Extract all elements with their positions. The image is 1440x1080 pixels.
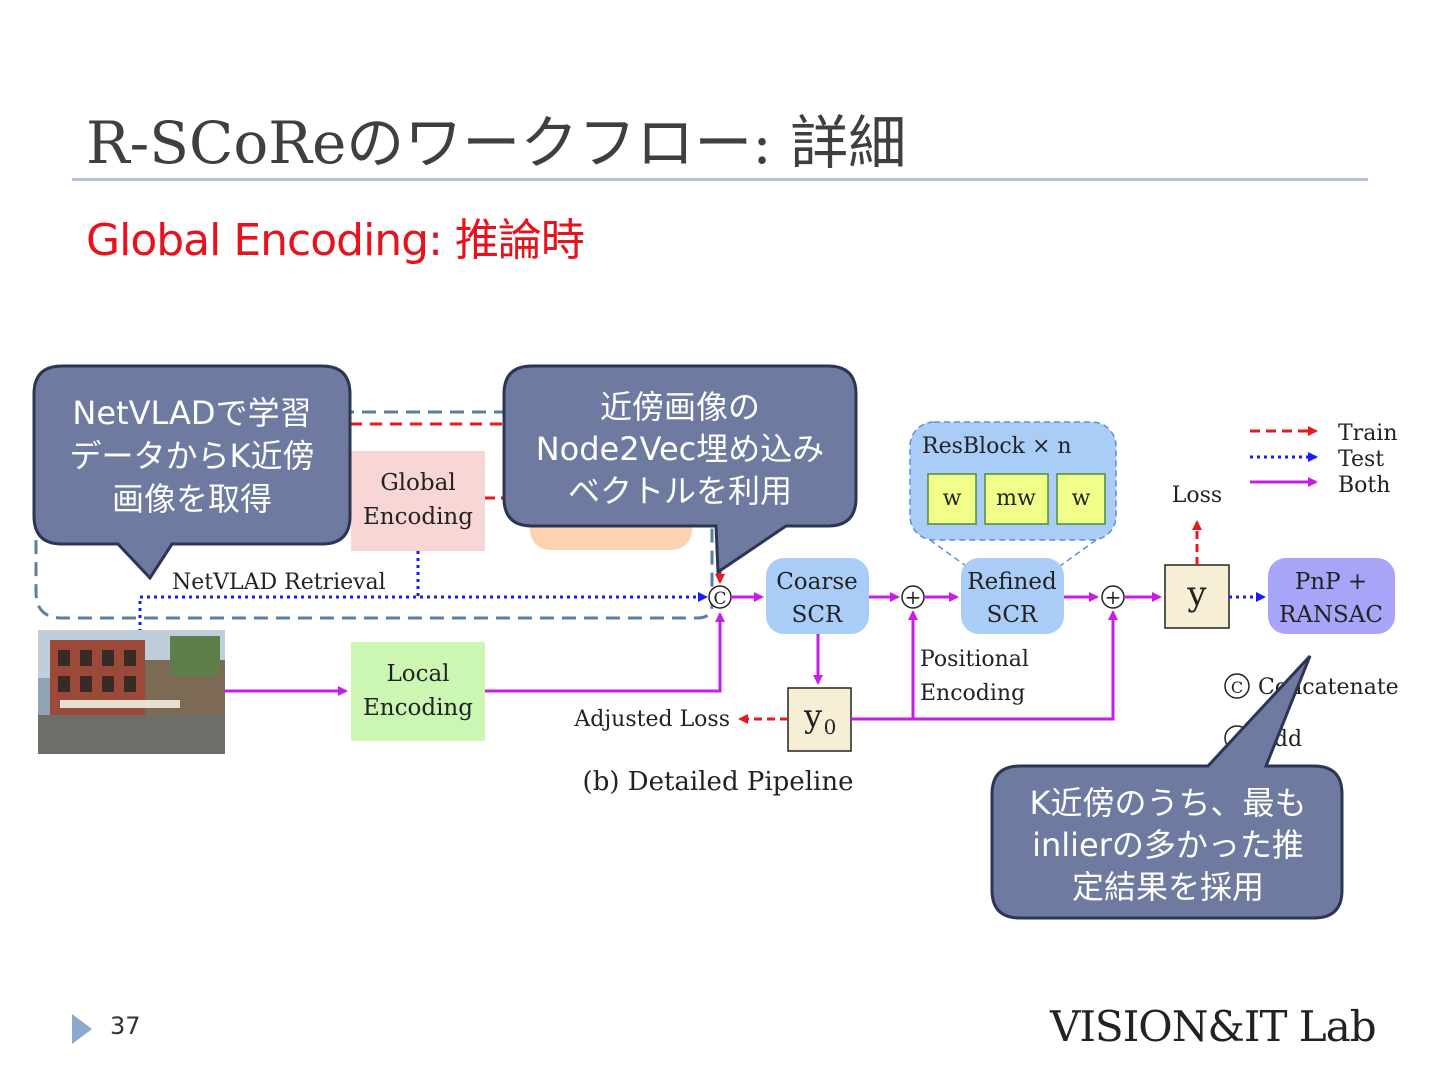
query-image <box>38 630 225 754</box>
callout-netvlad-text: NetVLADで学習データからK近傍画像を取得 <box>70 394 315 518</box>
add-symbol-1: + <box>905 585 922 609</box>
add-symbol-2: + <box>1105 585 1122 609</box>
y0-label: y <box>803 697 822 735</box>
add-node-1: + <box>901 585 925 609</box>
legend: Train Test Both <box>1250 421 1398 498</box>
slide-subtitle: Global Encoding: 推論時 <box>86 215 585 266</box>
both-line-positional-encoding <box>851 610 1118 721</box>
concatenate-legend-symbol: C <box>1231 678 1243 697</box>
resblock-cell-w1 <box>927 473 977 525</box>
retrieval-region-border <box>34 410 714 620</box>
title-divider <box>72 178 1368 181</box>
loss-label: Loss <box>1172 483 1222 508</box>
y0-node: y 0 <box>787 687 852 752</box>
resblock-cell-mw <box>984 473 1049 525</box>
add-node-2: + <box>1101 585 1125 609</box>
test-line-retrieval <box>138 592 708 632</box>
netvlad-retrieval-label: NetVLAD Retrieval <box>172 570 386 595</box>
slide-title: R-SCoReのワークフロー: 詳細 <box>86 109 907 177</box>
legend-both: Both <box>1338 473 1390 498</box>
resblock-cell-w2-label: w <box>1072 486 1091 511</box>
both-line-local-concat <box>485 612 725 693</box>
footer-arrow-icon <box>72 1014 92 1044</box>
y0-subscript: 0 <box>824 715 837 739</box>
lab-logo: VISION&IT Lab <box>1050 1002 1377 1051</box>
concat-node: C <box>708 585 732 609</box>
resblock-connector-right <box>1059 539 1097 567</box>
resblock-cell-w2 <box>1056 473 1106 525</box>
y-label: y <box>1186 574 1207 614</box>
y-node: y <box>1164 564 1230 629</box>
resblock-connector-left <box>929 539 967 567</box>
callout-netvlad: NetVLADで学習データからK近傍画像を取得 <box>32 364 352 581</box>
adjusted-loss-label: Adjusted Loss <box>573 707 730 732</box>
legend-test: Test <box>1338 447 1384 472</box>
concat-symbol: C <box>713 589 726 609</box>
legend-train: Train <box>1338 421 1398 446</box>
resblock-cell-mw-label: mw <box>996 486 1036 511</box>
pnp-ransac-label: PnP +RANSAC <box>1279 569 1383 628</box>
pnp-ransac-box: PnP +RANSAC <box>1268 558 1395 634</box>
diagram-caption: (b) Detailed Pipeline <box>583 767 854 797</box>
resblock-panel: ResBlock × n w mw w <box>909 421 1117 541</box>
resblock-title: ResBlock × n <box>922 434 1072 459</box>
resblock-cell-w1-label: w <box>943 486 962 511</box>
page-number: 37 <box>110 1012 141 1040</box>
